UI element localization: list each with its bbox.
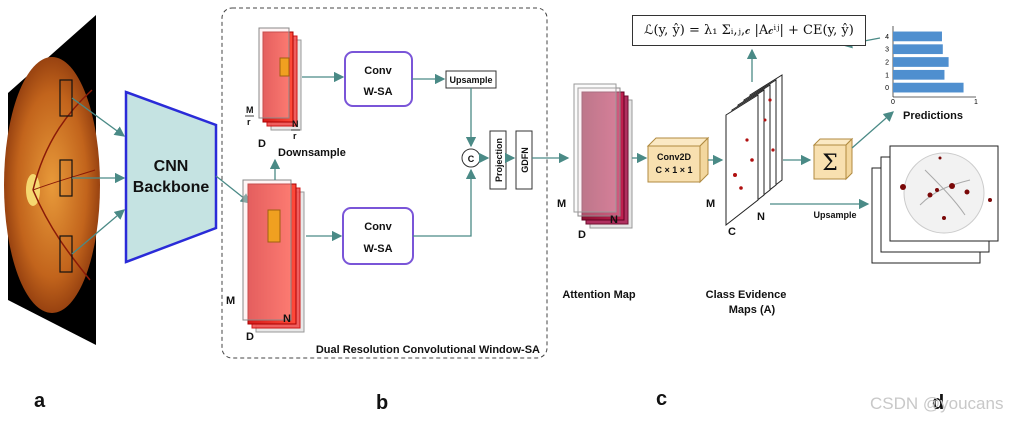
concat-node: C — [461, 148, 481, 168]
dim-n-bottom: N — [283, 313, 291, 325]
prediction-bar-1 — [893, 69, 945, 80]
concat-label: C — [468, 154, 475, 164]
dim-m-bottom: M — [226, 295, 235, 307]
dual-resolution-block — [221, 7, 548, 359]
prediction-y-tick-2: 2 — [885, 60, 889, 67]
projection-box: Projection — [489, 130, 507, 190]
panel-label-c: c — [656, 388, 668, 410]
dim-r-top: r — [247, 117, 251, 127]
prediction-y-tick-0: 0 — [885, 85, 889, 92]
backbone-to-stack-arrow — [215, 175, 252, 204]
conv2d-block: Conv2D C × 1 × 1 — [646, 136, 710, 184]
cnn-backbone: CNN Backbone — [124, 90, 218, 264]
evidence-dim-c: C — [728, 226, 736, 238]
prediction-x-tick-0: 0 — [891, 99, 895, 106]
watermark: CSDN @youcans — [870, 394, 1004, 413]
conv2d-line2: C × 1 × 1 — [655, 165, 692, 175]
backbone-line1: CNN — [154, 158, 189, 175]
upsample-label: Upsample — [449, 75, 492, 85]
evidence-dim-m: M — [706, 198, 715, 210]
downsampled-feature-stack — [258, 27, 302, 131]
prediction-x-tick-1: 1 — [974, 99, 978, 106]
dual-res-title: Dual Resolution Convolutional Window-SA — [316, 344, 540, 356]
attn-dim-m: M — [557, 198, 566, 210]
attention-map-title: Attention Map — [562, 289, 636, 301]
attn-dim-d: D — [578, 229, 586, 241]
evidence-upsample-label: Upsample — [813, 210, 856, 220]
dim-d-bottom: D — [246, 331, 254, 343]
prediction-bar-4 — [893, 31, 942, 42]
panel-label-a: a — [34, 390, 46, 412]
loss-formula: ℒ(y, ŷ) = λ₁ Σᵢ,ⱼ,𝒸 |A𝒸ⁱʲ| + CE(y, ŷ) — [632, 15, 866, 46]
predictions-chart: 0 1 2 3 4 0 1 — [885, 26, 978, 106]
prediction-bar-3 — [893, 44, 943, 55]
conv-bot-to-concat-arrow — [413, 168, 477, 237]
sum-symbol: Σ — [822, 151, 838, 176]
dim-n-over-r-top: N — [292, 119, 299, 129]
conv-top-line1: Conv — [364, 65, 392, 77]
conv-bot-line1: Conv — [364, 221, 392, 233]
gdfn-box: GDFN — [515, 130, 533, 190]
upsampled-maps — [871, 145, 999, 264]
prediction-y-tick-4: 4 — [885, 34, 889, 41]
sum-block: Σ — [812, 137, 854, 181]
upsample-box: Upsample — [445, 70, 497, 89]
conv-wsa-bottom: Conv W-SA — [342, 207, 414, 265]
conv-top-line2: W-SA — [363, 86, 392, 98]
attention-map-stack — [573, 83, 633, 229]
prediction-bar-2 — [893, 57, 949, 67]
patch-arrows — [71, 97, 126, 255]
full-res-feature-stack — [242, 179, 305, 333]
fundus-image — [4, 15, 100, 345]
dim-m-over-r-top: M — [246, 105, 254, 115]
sum-to-predictions-arrow — [851, 111, 894, 149]
panel-label-d: d — [932, 392, 945, 414]
loss-formula-text: ℒ(y, ŷ) = λ₁ Σᵢ,ⱼ,𝒸 |A𝒸ⁱʲ| + CE(y, ŷ) — [644, 23, 854, 38]
backbone-line2: Backbone — [133, 179, 210, 196]
predictions-title: Predictions — [903, 110, 963, 122]
downsample-label: Downsample — [278, 147, 346, 159]
dim-r2-top: r — [293, 131, 297, 141]
panel-label-b: b — [376, 392, 389, 414]
dim-d-top: D — [258, 138, 266, 150]
prediction-y-tick-1: 1 — [885, 72, 889, 79]
conv-bot-line2: W-SA — [363, 243, 392, 255]
conv2d-line1: Conv2D — [657, 152, 692, 162]
prediction-bar-0 — [893, 82, 964, 93]
evidence-dim-n: N — [757, 211, 765, 223]
projection-label: Projection — [494, 138, 504, 182]
evidence-title-line2: Maps (A) — [729, 304, 776, 316]
prediction-y-tick-3: 3 — [885, 47, 889, 54]
gdfn-label: GDFN — [520, 147, 530, 173]
attn-dim-n: N — [610, 214, 618, 226]
class-evidence-maps — [725, 74, 783, 227]
conv-wsa-top: Conv W-SA — [344, 51, 413, 107]
evidence-title-line1: Class Evidence — [706, 289, 787, 301]
